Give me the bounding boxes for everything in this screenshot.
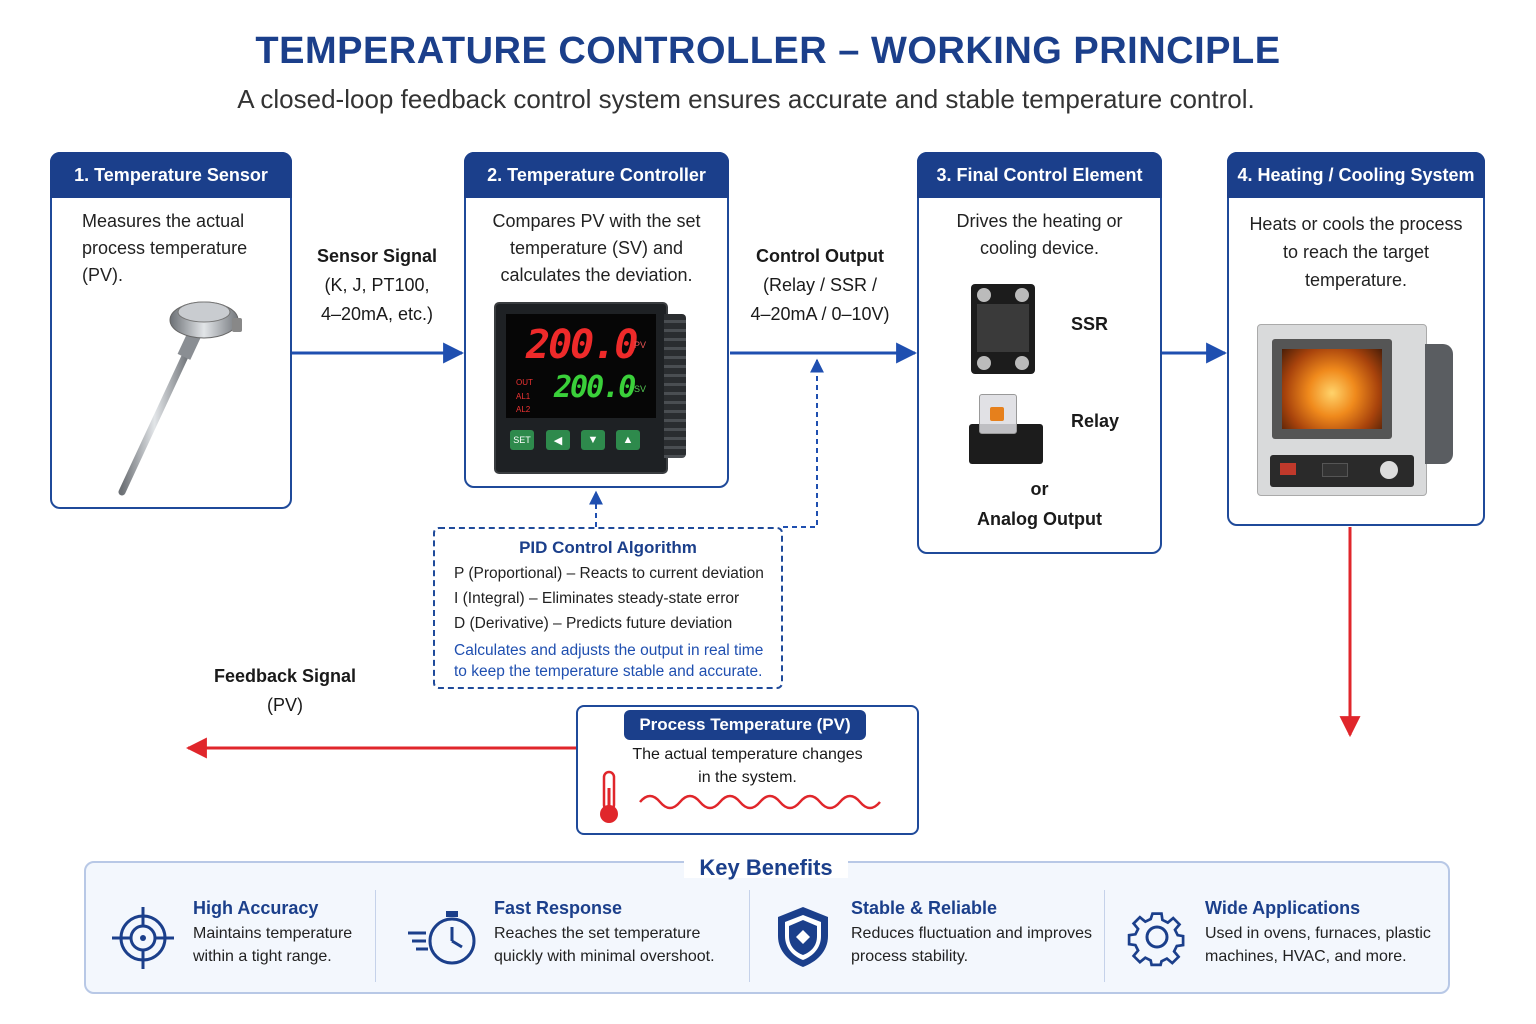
benefit-desc-line: within a tight range. xyxy=(193,948,332,965)
oven-door xyxy=(1425,344,1453,464)
thermocouple-icon xyxy=(118,301,242,496)
sensor-desc-line: Measures the actual xyxy=(82,211,245,231)
controller-vents xyxy=(664,314,686,458)
benefit-title: Fast Response xyxy=(494,898,623,918)
thermometer-icon xyxy=(600,770,618,823)
relay-label: Relay xyxy=(1071,411,1120,431)
pid-i-line: I (Integral) – Eliminates steady-state e… xyxy=(454,590,740,607)
final-desc-line: Drives the heating or xyxy=(956,211,1123,231)
benefit-desc-line: quickly with minimal overshoot. xyxy=(494,948,715,965)
benefit-desc-line: Reaches the set temperature xyxy=(494,925,701,942)
benefit-desc-line: machines, HVAC, and more. xyxy=(1205,948,1407,965)
analog-output-label: Analog Output xyxy=(977,509,1102,529)
oven-icon xyxy=(1257,324,1427,496)
benefit-divider xyxy=(375,890,376,982)
down-arrow-button[interactable]: ▼ xyxy=(581,430,605,450)
shield-icon xyxy=(778,907,828,967)
sensor-signal-line: 4–20mA, etc.) xyxy=(320,304,434,324)
final-element-card: 3. Final Control Element Drives the heat… xyxy=(917,152,1162,554)
final-element-card-title: 3. Final Control Element xyxy=(917,152,1162,198)
pid-algorithm-box xyxy=(433,527,783,689)
benefits-title: Key Benefits xyxy=(699,855,833,880)
process-desc-line: The actual temperature changes xyxy=(632,746,863,763)
set-button[interactable]: SET xyxy=(510,430,534,450)
control-output-line: (Relay / SSR / xyxy=(762,275,878,295)
sensor-signal-title: Sensor Signal xyxy=(316,246,438,266)
up-arrow-button[interactable]: ▲ xyxy=(616,430,640,450)
sensor-card: 1. Temperature Sensor Measures the actua… xyxy=(50,152,292,509)
heating-desc-line: to reach the target xyxy=(1282,242,1430,262)
page-title: TEMPERATURE CONTROLLER – WORKING PRINCIP… xyxy=(255,30,1281,72)
controller-desc-line: calculates the deviation. xyxy=(500,265,693,285)
benefit-desc-line: Reduces fluctuation and improves xyxy=(851,925,1093,942)
pid-note-line: Calculates and adjusts the output in rea… xyxy=(454,642,764,659)
page-subtitle: A closed-loop feedback control system en… xyxy=(237,84,1255,114)
heating-desc-line: temperature. xyxy=(1304,270,1408,290)
target-icon xyxy=(112,907,174,969)
relay-icon xyxy=(979,394,1017,434)
feedback-signal-sub: (PV) xyxy=(267,695,303,715)
pv-readout: 200.0 xyxy=(526,322,638,368)
benefit-desc-line: Maintains temperature xyxy=(193,925,353,942)
benefit-desc-line: process stability. xyxy=(851,948,969,965)
sensor-desc-line: process temperature xyxy=(82,238,248,258)
out-indicator: OUT xyxy=(516,378,533,387)
pid-title: PID Control Algorithm xyxy=(519,538,697,557)
control-output-title: Control Output xyxy=(756,246,884,266)
feedback-signal-label: Feedback Signal (PV) xyxy=(205,662,365,720)
controller-card-title: 2. Temperature Controller xyxy=(464,152,729,198)
ssr-icon xyxy=(971,284,1035,374)
pid-to-output-link xyxy=(783,358,824,528)
sv-readout: 200.0 xyxy=(554,370,636,405)
stopwatch-icon xyxy=(408,911,476,965)
benefits-title-bg xyxy=(684,848,848,878)
benefit-divider xyxy=(1104,890,1105,982)
heating-desc-line: Heats or cools the process xyxy=(1249,214,1463,234)
benefit-desc: Reaches the set temperature quickly with… xyxy=(494,922,715,968)
control-output-label: Control Output (Relay / SSR / 4–20mA / 0… xyxy=(735,242,905,329)
process-temperature-title: Process Temperature (PV) xyxy=(624,710,866,740)
alarm2-indicator: AL2 xyxy=(516,405,531,414)
benefit-desc: Used in ovens, furnaces, plastic machine… xyxy=(1205,922,1431,968)
pid-d-line: D (Derivative) – Predicts future deviati… xyxy=(454,615,733,632)
process-desc-line: in the system. xyxy=(698,769,797,786)
sensor-desc-line: (PV). xyxy=(82,265,124,285)
feedback-signal-title: Feedback Signal xyxy=(213,666,357,686)
left-arrow-button[interactable]: ◀ xyxy=(546,430,570,450)
control-output-line: 4–20mA / 0–10V) xyxy=(750,304,890,324)
benefit-title: High Accuracy xyxy=(193,898,319,918)
benefit-desc: Maintains temperature within a tight ran… xyxy=(193,922,352,968)
controller-desc-line: Compares PV with the set xyxy=(492,211,701,231)
sensor-signal-line: (K, J, PT100, xyxy=(324,275,430,295)
or-label: or xyxy=(1030,479,1049,499)
benefit-title: Stable & Reliable xyxy=(851,898,998,918)
benefit-title: Wide Applications xyxy=(1205,898,1361,918)
sv-tag: SV xyxy=(634,384,647,394)
process-temperature-desc: The actual temperature changes in the sy… xyxy=(576,743,919,789)
gear-icon xyxy=(1127,912,1185,967)
temperature-wave-icon xyxy=(639,794,881,810)
controller-card: 2. Temperature Controller Compares PV wi… xyxy=(464,152,729,488)
heating-system-card: 4. Heating / Cooling System Heats or coo… xyxy=(1227,152,1485,526)
sensor-card-title: 1. Temperature Sensor xyxy=(50,152,292,198)
benefit-desc-line: Used in ovens, furnaces, plastic xyxy=(1205,925,1431,942)
pv-tag: PV xyxy=(634,340,647,350)
benefit-divider xyxy=(749,890,750,982)
sensor-signal-label: Sensor Signal (K, J, PT100, 4–20mA, etc.… xyxy=(300,242,454,329)
alarm-indicator: AL1 xyxy=(516,392,531,401)
benefit-desc: Reduces fluctuation and improves process… xyxy=(851,922,1092,968)
heating-system-card-title: 4. Heating / Cooling System xyxy=(1227,152,1485,198)
final-desc-line: cooling device. xyxy=(979,238,1100,258)
ssr-label: SSR xyxy=(1071,314,1109,334)
controller-device: 200.0 PV 200.0 SV OUT AL1 AL2 SET ◀ ▼ ▲ xyxy=(494,302,668,474)
pid-note-line: to keep the temperature stable and accur… xyxy=(454,663,763,680)
pid-p-line: P (Proportional) – Reacts to current dev… xyxy=(454,565,764,582)
controller-desc-line: temperature (SV) and xyxy=(509,238,684,258)
